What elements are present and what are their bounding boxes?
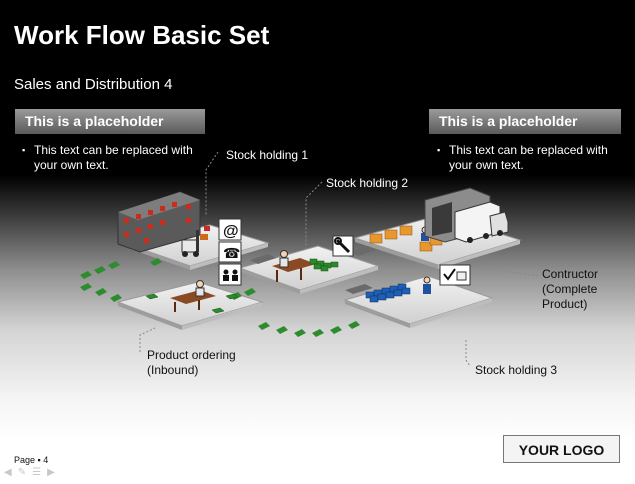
platform-ordering	[116, 281, 264, 330]
people-icon	[223, 269, 238, 281]
slide-title: Work Flow Basic Set	[14, 20, 270, 50]
page-separator: ▪	[37, 455, 41, 465]
flow-chevrons	[250, 246, 376, 294]
page-indicator: Page ▪ 4	[14, 455, 48, 465]
shipping-area	[369, 187, 509, 252]
menu-icon[interactable]: ☰	[32, 467, 48, 478]
label-contractor-line1: Contructor	[542, 267, 599, 281]
worker-icon	[195, 280, 205, 297]
right-placeholder-heading[interactable]: This is a placeholder	[429, 109, 621, 134]
wrench-icon	[332, 235, 354, 257]
platform-stock-2	[238, 245, 380, 294]
prev-arrow-icon[interactable]: ◀	[4, 467, 18, 478]
worker-icon	[423, 276, 431, 294]
right-bullet-text[interactable]: This text can be replaced with your own …	[449, 143, 608, 172]
label-product-ordering-line2: (Inbound)	[147, 363, 199, 377]
label-stock-holding-3: Stock holding 3	[475, 363, 558, 377]
ordering-workstation	[145, 280, 239, 314]
bullet-marker: ▪	[437, 145, 441, 155]
label-contractor-line2: (Complete	[542, 282, 598, 296]
next-arrow-icon[interactable]: ▶	[47, 467, 61, 478]
label-stock-holding-1: Stock holding 1	[226, 148, 309, 162]
bullet-marker: ▪	[22, 145, 26, 155]
stock2-workstation	[272, 250, 339, 282]
leader-lines	[139, 151, 539, 367]
label-contractor-line3: Product)	[542, 297, 588, 311]
slide-nav-controls[interactable]: ◀✎☰▶	[4, 467, 61, 478]
logo-placeholder[interactable]: YOUR LOGO	[503, 435, 620, 463]
worker-icon	[279, 250, 289, 268]
truck-icon	[454, 201, 509, 243]
left-bullet-text[interactable]: This text can be replaced with your own …	[34, 143, 193, 172]
label-stock-holding-2: Stock holding 2	[326, 176, 409, 190]
checkmark-box-icon	[439, 264, 471, 286]
warehouse-rack	[117, 191, 201, 253]
page-label: Page	[14, 455, 36, 465]
platform-stock-3	[343, 275, 494, 328]
pen-icon[interactable]: ✎	[17, 467, 33, 478]
page-number: 4	[43, 455, 49, 465]
flow-arrows	[80, 258, 360, 337]
left-placeholder-heading[interactable]: This is a placeholder	[15, 109, 205, 134]
label-product-ordering-line1: Product ordering	[147, 348, 236, 362]
forklift-icon	[181, 226, 210, 257]
slide-subtitle: Sales and Distribution 4	[14, 76, 173, 93]
at-sign-icon: @	[223, 223, 239, 240]
communication-panel: @ ☎	[218, 218, 242, 286]
phone-icon: ☎	[223, 246, 240, 262]
stock3-boxes	[365, 276, 431, 303]
